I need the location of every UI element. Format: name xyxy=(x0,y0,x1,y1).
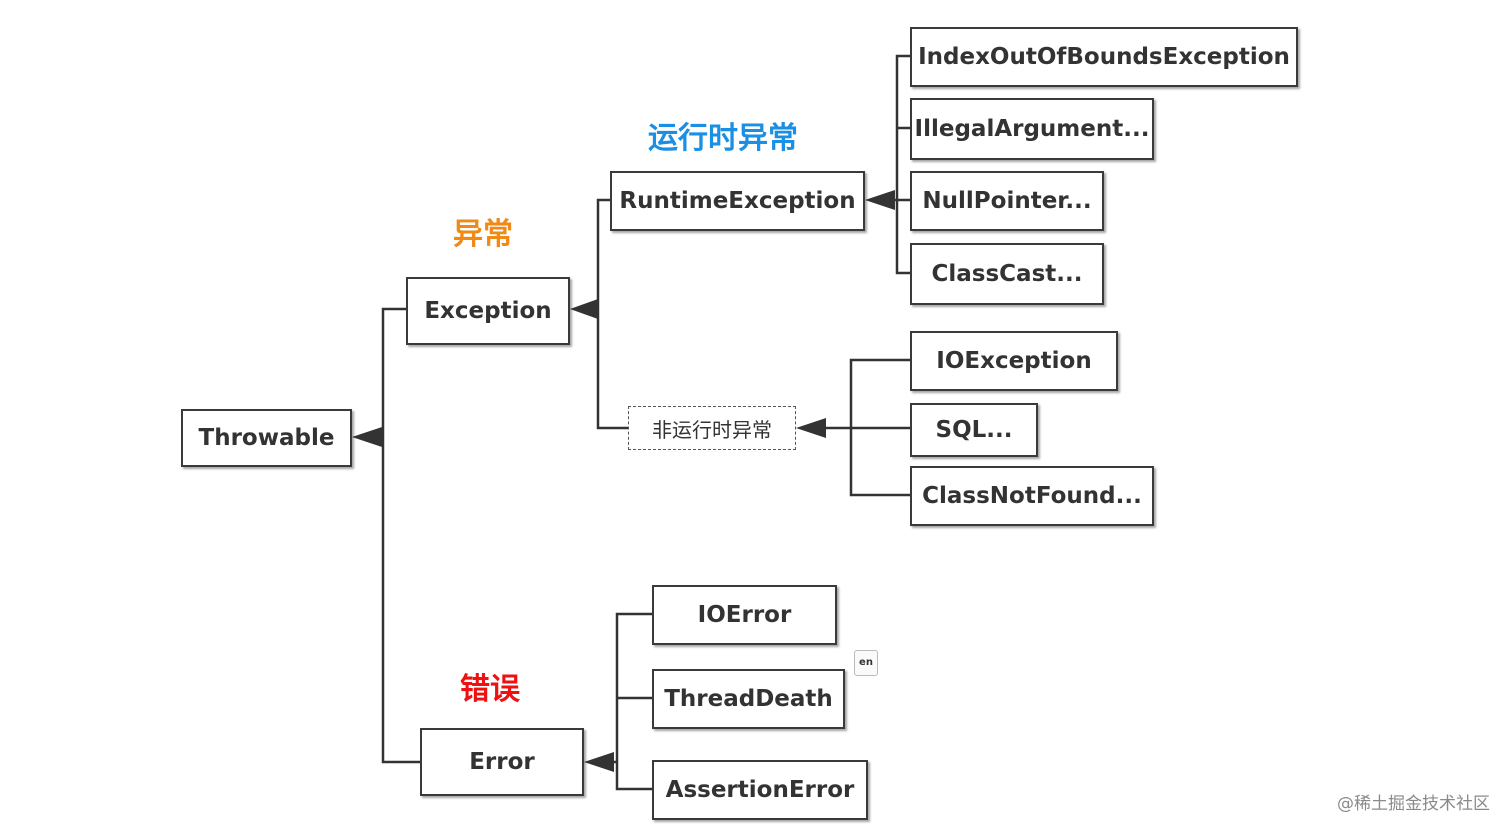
watermark: @稀土掘金技术社区 xyxy=(1337,794,1490,814)
arrowhead-runtime xyxy=(865,190,895,210)
node-index-out-of-bounds-exception: IndexOutOfBoundsException xyxy=(910,27,1298,87)
node-class-cast: ClassCast... xyxy=(910,243,1104,305)
node-runtime-exception: RuntimeException xyxy=(610,171,865,231)
node-illegal-argument: IllegalArgument... xyxy=(910,98,1154,160)
node-class-not-found: ClassNotFound... xyxy=(910,466,1154,526)
arrowhead-throwable xyxy=(352,427,382,447)
node-thread-death: ThreadDeath xyxy=(652,669,845,729)
translate-icon[interactable]: en xyxy=(854,650,878,676)
connector-error-children xyxy=(615,612,652,791)
connector-throwable-children xyxy=(381,307,420,764)
node-error: Error xyxy=(420,728,584,796)
node-exception: Exception xyxy=(406,277,570,345)
arrowhead-error xyxy=(584,752,614,772)
node-sql: SQL... xyxy=(910,403,1038,457)
label-exception: 异常 xyxy=(453,217,513,252)
arrowhead-nonruntime xyxy=(796,418,826,438)
node-non-runtime-exception: 非运行时异常 xyxy=(628,406,796,450)
label-error: 错误 xyxy=(460,672,520,707)
connector-runtime-children xyxy=(895,54,910,275)
arrowhead-exception xyxy=(570,299,598,319)
node-io-error: IOError xyxy=(652,585,837,645)
node-null-pointer: NullPointer... xyxy=(910,171,1104,231)
connector-runtime-mid xyxy=(897,126,910,202)
node-assertion-error: AssertionError xyxy=(652,760,868,820)
node-throwable: Throwable xyxy=(181,409,352,467)
label-runtime-exception: 运行时异常 xyxy=(648,121,798,156)
connector-exception-children xyxy=(596,198,628,430)
node-io-exception: IOException xyxy=(910,331,1118,391)
